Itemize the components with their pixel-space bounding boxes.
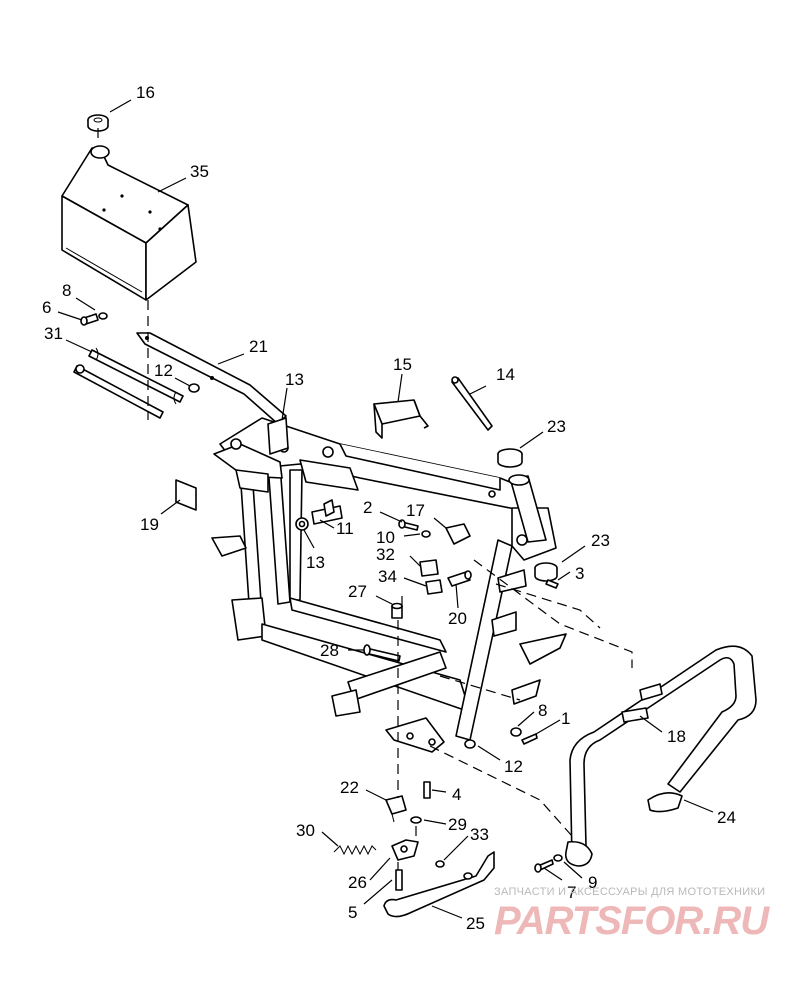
callout-17: 17 xyxy=(406,501,425,520)
part-31-rod xyxy=(88,347,184,405)
part-23-bushing-lower xyxy=(534,562,558,582)
part-35-cover-plate xyxy=(61,145,197,301)
part-23-bushing-upper xyxy=(497,448,523,468)
callout-6: 6 xyxy=(42,298,51,317)
callout-29: 29 xyxy=(448,815,467,834)
part-main-frame xyxy=(211,417,567,753)
part-15-cover xyxy=(373,399,429,439)
part-17-cap xyxy=(445,523,471,545)
part-9-washer xyxy=(553,854,563,862)
part-27-bushing xyxy=(391,602,403,619)
part-25-kickstand xyxy=(383,851,495,918)
part-7-bolt xyxy=(534,859,554,873)
callout-21: 21 xyxy=(249,337,268,356)
callout-18: 18 xyxy=(667,727,686,746)
part-20-spacer xyxy=(447,570,472,587)
callout-35: 35 xyxy=(190,162,209,181)
part-4-pin xyxy=(423,781,431,799)
assembly-lines xyxy=(97,128,633,870)
part-13-bracket-lower xyxy=(295,517,309,531)
callout-32: 32 xyxy=(376,545,395,564)
part-32-clip xyxy=(419,559,439,577)
part-34-clip xyxy=(425,579,443,595)
callout-23-lower: 23 xyxy=(591,531,610,550)
part-8-washer-right xyxy=(510,727,522,737)
part-24-guard-end xyxy=(647,792,683,813)
callout-3: 3 xyxy=(575,564,584,583)
callout-1: 1 xyxy=(561,709,570,728)
callout-7: 7 xyxy=(567,883,576,902)
part-1-pin xyxy=(521,733,538,745)
callout-15: 15 xyxy=(393,355,412,374)
part-14-tie-strap xyxy=(451,376,493,431)
callout-labels: 16 35 8 6 31 21 12 13 15 14 23 19 2 17 1… xyxy=(42,83,736,933)
watermark-logo-text: PARTSFOR.RU xyxy=(494,899,770,940)
callout-22: 22 xyxy=(340,778,359,797)
callout-27: 27 xyxy=(348,582,367,601)
callout-31: 31 xyxy=(44,324,63,343)
callout-5: 5 xyxy=(348,903,357,922)
part-29-washer xyxy=(410,816,422,824)
part-12-nut-right xyxy=(464,739,476,749)
part-33-bolt xyxy=(435,860,445,868)
callout-8-lower: 8 xyxy=(538,701,547,720)
callout-26: 26 xyxy=(348,873,367,892)
callout-11: 11 xyxy=(336,519,354,538)
callout-4: 4 xyxy=(452,785,461,804)
callout-9: 9 xyxy=(588,873,597,892)
callout-13-lower: 13 xyxy=(306,553,325,572)
part-28-bolt xyxy=(363,644,401,662)
callout-30: 30 xyxy=(296,821,315,840)
callout-33: 33 xyxy=(470,825,489,844)
part-frame-lower-bar xyxy=(73,364,164,419)
callout-13-upper: 13 xyxy=(285,370,304,389)
callout-16: 16 xyxy=(136,83,155,102)
part-22-bracket xyxy=(385,795,407,823)
part-5-bolt xyxy=(395,869,403,891)
part-12-nut-left xyxy=(188,383,200,393)
leader-lines xyxy=(57,99,714,919)
callout-10: 10 xyxy=(376,528,395,547)
watermark-logo: PARTSFOR.RU xyxy=(494,899,771,940)
callout-34: 34 xyxy=(378,567,397,586)
watermark-caption: ЗАПЧАСТИ И АКСЕССУАРЫ ДЛЯ МОТОТЕХНИКИ xyxy=(494,886,766,898)
part-6-screw xyxy=(80,313,99,326)
callout-20: 20 xyxy=(448,609,467,628)
callout-23-upper: 23 xyxy=(547,417,566,436)
part-30-spring xyxy=(333,844,377,856)
part-2-bolt xyxy=(398,519,419,531)
callout-12-upper: 12 xyxy=(154,361,173,380)
callout-19: 19 xyxy=(140,515,159,534)
part-18-engine-guard xyxy=(564,645,757,867)
callout-14: 14 xyxy=(496,365,515,384)
part-10-washer xyxy=(421,530,431,538)
part-3-pin xyxy=(545,579,559,589)
callout-24: 24 xyxy=(717,808,736,827)
part-26-bracket xyxy=(391,839,419,861)
callout-2: 2 xyxy=(363,498,372,517)
callout-12-lower: 12 xyxy=(504,757,523,776)
part-11-bracket xyxy=(311,499,343,525)
part-13-bracket-upper xyxy=(267,417,289,455)
part-8-washer-left xyxy=(98,312,108,320)
callout-25: 25 xyxy=(466,914,485,933)
watermark: ЗАПЧАСТИ И АКСЕССУАРЫ ДЛЯ МОТОТЕХНИКИ PA… xyxy=(494,886,784,940)
callout-8-upper: 8 xyxy=(62,281,71,300)
callout-28: 28 xyxy=(320,641,339,660)
part-19-plate xyxy=(175,479,197,511)
